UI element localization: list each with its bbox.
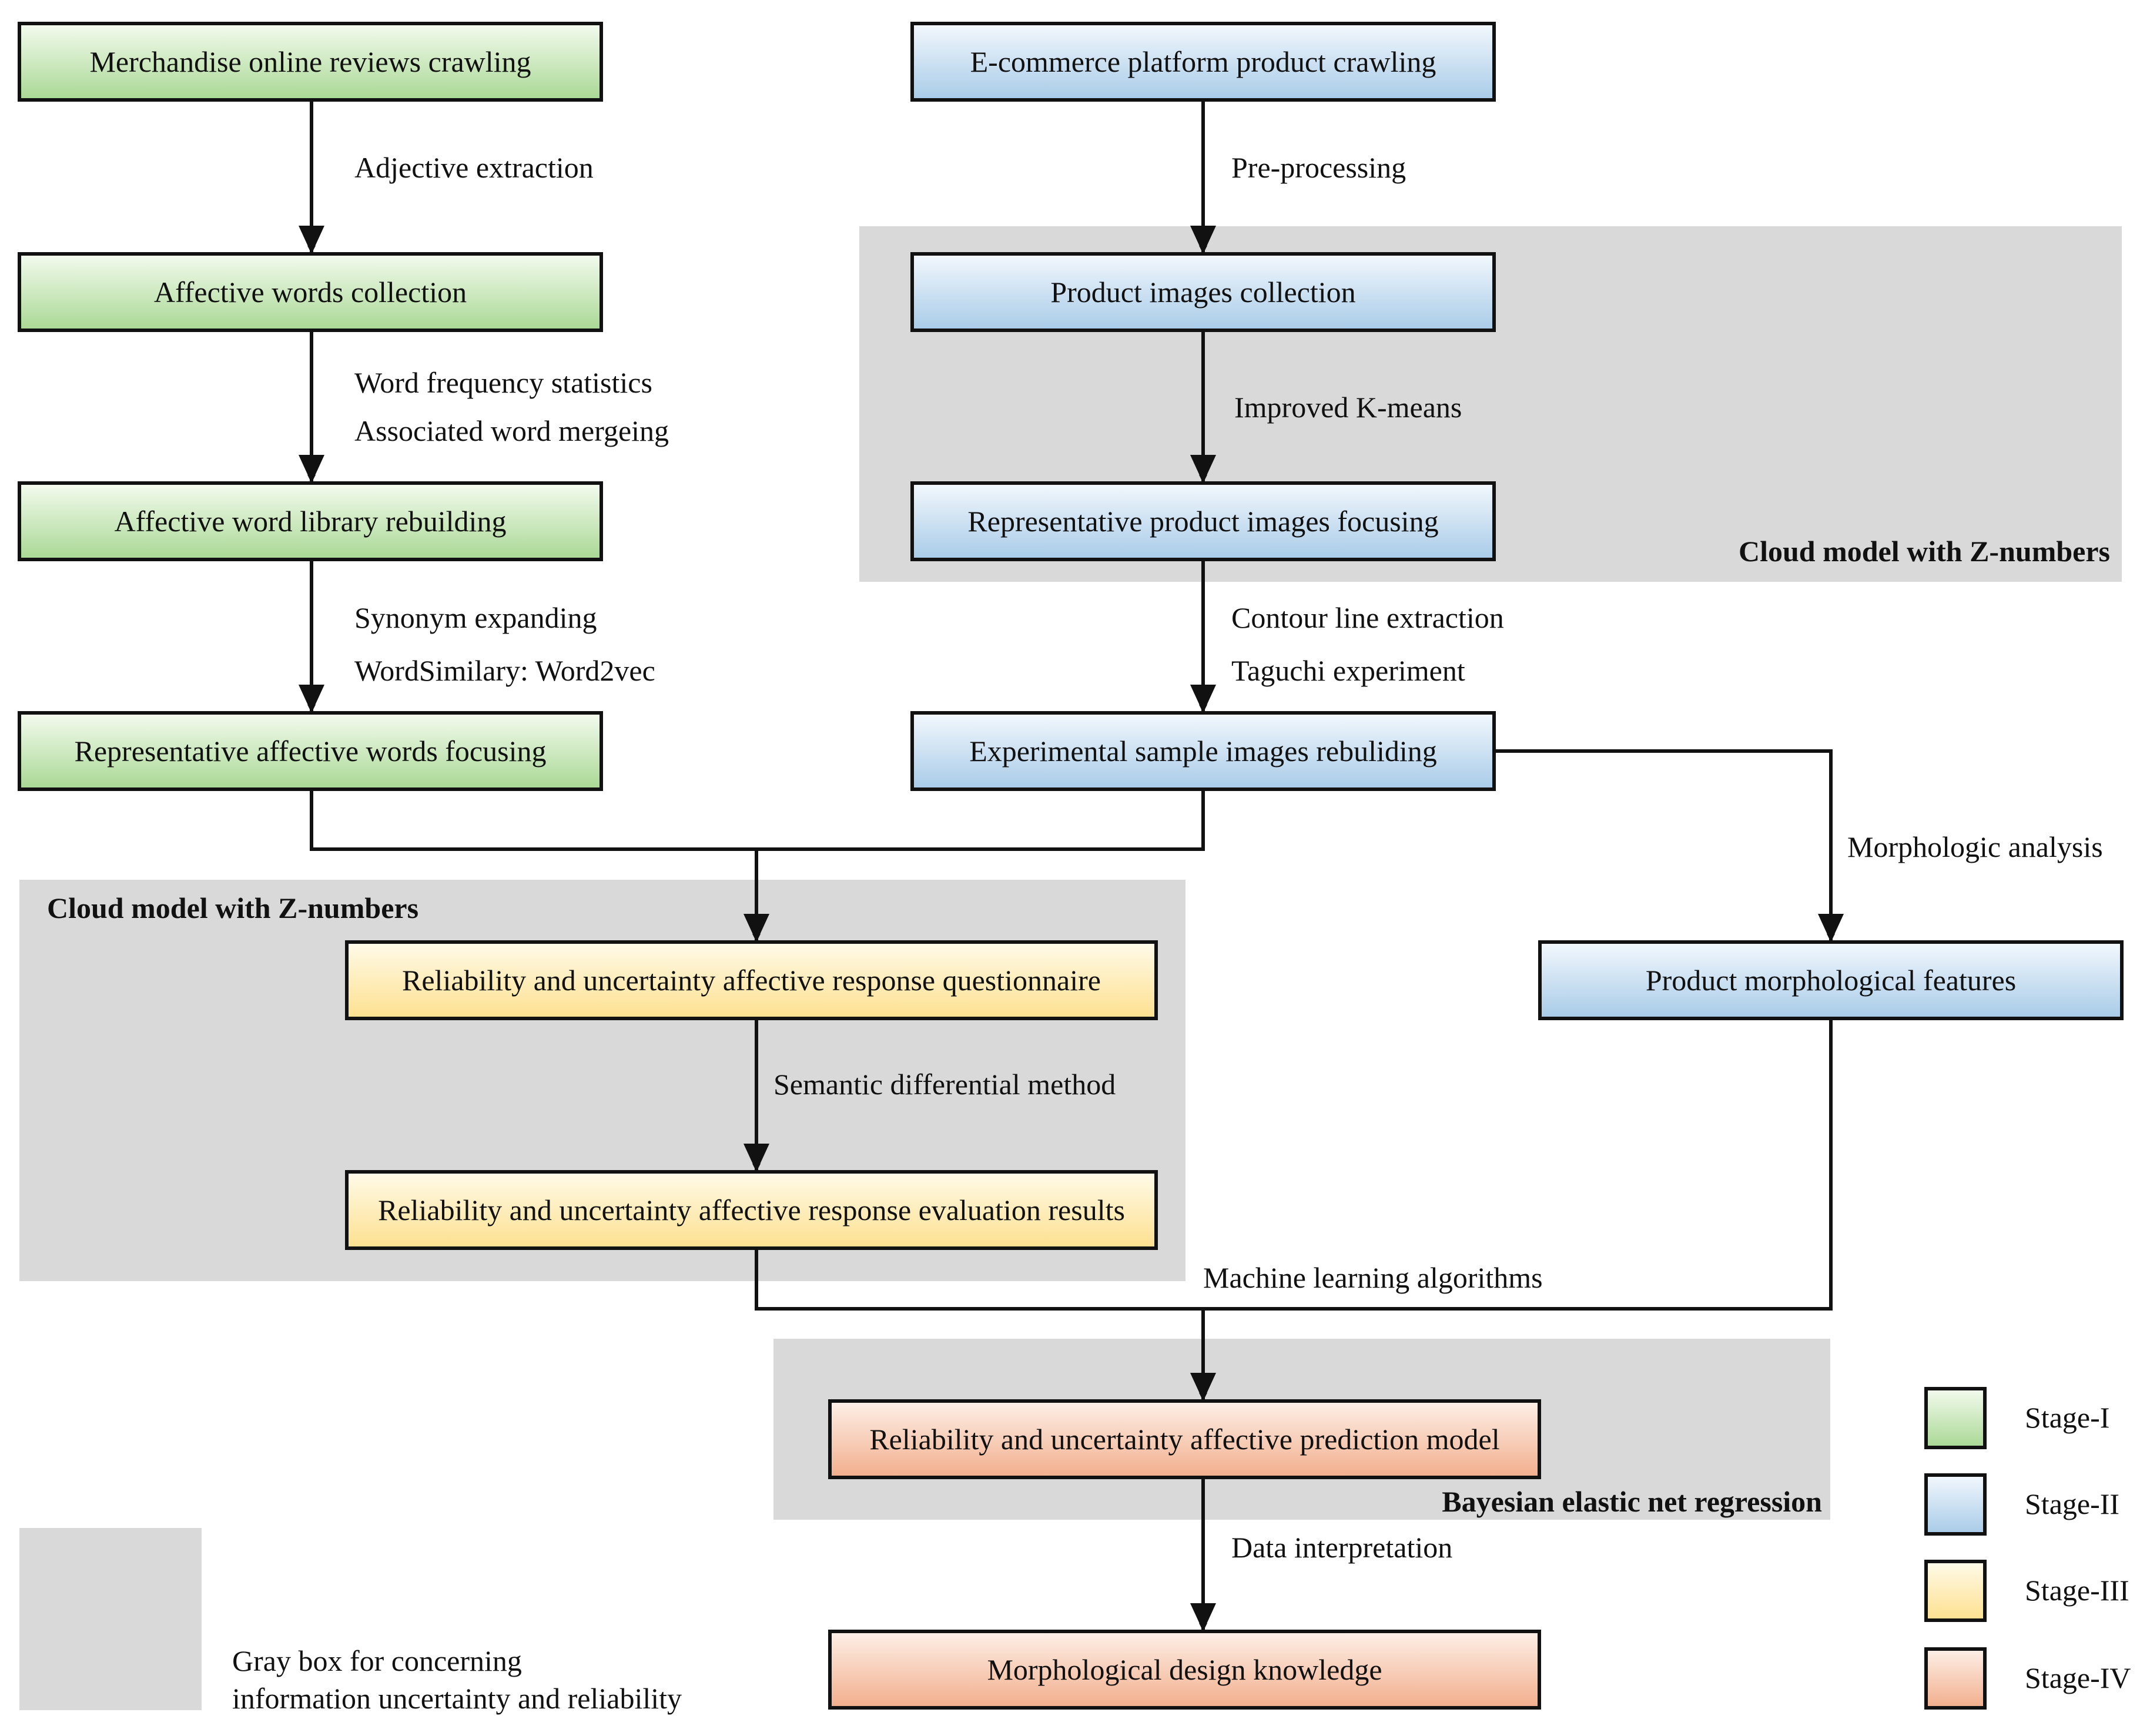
arrowhead-n1-n2 <box>299 226 324 254</box>
node-label-n1: Merchandise online reviews crawling <box>89 45 531 78</box>
node-label-n9: Product morphological features <box>1646 964 2016 997</box>
edge-n8-n10 <box>756 789 1205 851</box>
node-label-n12: Reliability and uncertainty affective pr… <box>869 1423 1499 1456</box>
node-box-n7 <box>910 481 1496 561</box>
node-box-n11 <box>345 1170 1158 1250</box>
node-n7: Representative product images focusing <box>910 481 1496 561</box>
edge-label-n2-n3-0: Word frequency statistics <box>354 366 652 399</box>
edge-label-n1-n2-0: Adjective extraction <box>354 151 594 184</box>
edge-label-n3-n4-1: WordSimilary: Word2vec <box>354 654 655 687</box>
node-n9: Product morphological features <box>1538 940 2124 1020</box>
edge-label-n10-n11-0: Semantic differential method <box>773 1068 1116 1101</box>
gray-legend-swatch <box>19 1528 202 1710</box>
gray-note-line-0: Gray box for concerning <box>232 1644 522 1677</box>
edge-label-n7-n8-1: Taguchi experiment <box>1231 654 1465 687</box>
node-box-n6 <box>910 252 1496 332</box>
node-label-n10: Reliability and uncertainty affective re… <box>402 964 1101 997</box>
arrowhead-n10-n11 <box>744 1144 769 1172</box>
node-box-n3 <box>18 481 603 561</box>
node-label-n11: Reliability and uncertainty affective re… <box>378 1194 1125 1226</box>
edge-n9-n12 <box>1203 1018 1833 1311</box>
node-n8: Experimental sample images rebuliding <box>910 711 1496 791</box>
node-label-n4: Representative affective words focusing <box>75 735 547 768</box>
edge-n8-n9 <box>1494 749 1835 942</box>
edge-label-n7-n8-0: Contour line extraction <box>1231 601 1504 634</box>
edge-n4-n10 <box>310 789 761 942</box>
node-label-n8: Experimental sample images rebuliding <box>969 735 1437 768</box>
arrowhead-n3-n4 <box>299 685 324 713</box>
node-label-n7: Representative product images focusing <box>967 505 1438 538</box>
node-box-n5 <box>910 22 1496 102</box>
edge-label-n2-n3-1: Associated word mergeing <box>354 414 669 447</box>
node-box-n12 <box>828 1399 1541 1479</box>
node-label-n3: Affective word library rebuilding <box>115 505 507 538</box>
legend-swatch-stage3 <box>1924 1560 1987 1622</box>
node-box-n4 <box>18 711 603 791</box>
node-label-n6: Product images collection <box>1050 276 1355 309</box>
arrowhead-n11-n12 <box>1190 1373 1216 1401</box>
edge-label-n5-n6-0: Pre-processing <box>1231 151 1406 184</box>
arrowhead-n6-n7 <box>1190 455 1216 483</box>
arrowhead-n8-n9 <box>1818 914 1844 942</box>
node-n13: Morphological design knowledge <box>828 1630 1541 1710</box>
legend-swatch-stage4 <box>1924 1647 1987 1710</box>
node-box-n13 <box>828 1630 1541 1710</box>
gray-note-line-1: information uncertainty and reliability <box>232 1682 682 1715</box>
node-n6: Product images collection <box>910 252 1496 332</box>
node-label-n2: Affective words collection <box>154 276 467 309</box>
arrowhead-n5-n6 <box>1190 226 1216 254</box>
arrowhead-n4-n10 <box>744 914 769 942</box>
arrowhead-n7-n8 <box>1190 685 1216 713</box>
node-n12: Reliability and uncertainty affective pr… <box>828 1399 1541 1479</box>
region-label-r2: Cloud model with Z-numbers <box>47 892 418 924</box>
node-n1: Merchandise online reviews crawling <box>18 22 603 102</box>
region-label-r1: Cloud model with Z-numbers <box>1739 535 2110 568</box>
edge-label-n3-n4-0: Synonym expanding <box>354 601 597 634</box>
node-box-n8 <box>910 711 1496 791</box>
edge-label-n12-n13-0: Data interpretation <box>1231 1531 1452 1564</box>
node-box-n1 <box>18 22 603 102</box>
node-box-n10 <box>345 940 1158 1020</box>
edge-label-n11-n12-0: Machine learning algorithms <box>1203 1261 1543 1294</box>
edge-label-n6-n7-0: Improved K-means <box>1234 391 1462 424</box>
node-n10: Reliability and uncertainty affective re… <box>345 940 1158 1020</box>
node-box-n9 <box>1538 940 2124 1020</box>
legend-label-stage2: Stage-II <box>2025 1487 2119 1520</box>
node-n11: Reliability and uncertainty affective re… <box>345 1170 1158 1250</box>
node-label-n5: E-commerce platform product crawling <box>970 45 1436 78</box>
legend-label-stage4: Stage-IV <box>2025 1661 2131 1694</box>
edge-label-n8-n9-0: Morphologic analysis <box>1847 830 2103 863</box>
node-box-n2 <box>18 252 603 332</box>
node-n5: E-commerce platform product crawling <box>910 22 1496 102</box>
node-n3: Affective word library rebuilding <box>18 481 603 561</box>
region-label-r3: Bayesian elastic net regression <box>1442 1485 1822 1518</box>
edge-n11-n12 <box>755 1248 1207 1401</box>
arrowhead-n2-n3 <box>299 455 324 483</box>
node-label-n13: Morphological design knowledge <box>987 1653 1382 1686</box>
legend-swatch-stage1 <box>1924 1387 1987 1449</box>
legend-label-stage1: Stage-I <box>2025 1401 2109 1434</box>
legend-swatch-stage2 <box>1924 1473 1987 1536</box>
node-n4: Representative affective words focusing <box>18 711 603 791</box>
legend-label-stage3: Stage-III <box>2025 1574 2129 1607</box>
arrowhead-n12-n13 <box>1190 1603 1216 1631</box>
node-n2: Affective words collection <box>18 252 603 332</box>
